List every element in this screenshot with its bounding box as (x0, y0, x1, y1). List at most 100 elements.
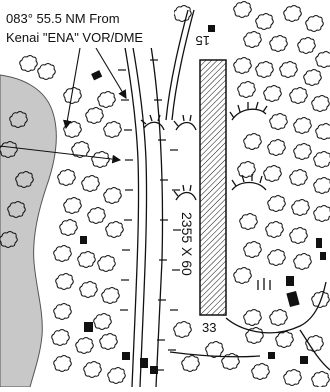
tree-symbol (293, 253, 312, 270)
tree-symbol (289, 169, 308, 186)
building-symbol (91, 70, 103, 81)
tree-symbol (87, 207, 106, 224)
building-symbol (300, 356, 308, 364)
tree-symbol (237, 161, 256, 178)
tree-symbol (173, 5, 192, 22)
tree-symbol (267, 139, 286, 156)
tree-symbol (311, 371, 330, 388)
tree-symbol (15, 171, 34, 188)
tree-symbol (103, 121, 122, 138)
building-symbol (80, 236, 87, 244)
tree-symbol (83, 361, 102, 378)
tree-symbol (313, 151, 330, 168)
callout-line-1: 083° 55.5 NM From (6, 11, 120, 26)
tree-symbol (291, 199, 310, 216)
tree-symbol (289, 227, 308, 244)
tree-symbol (305, 335, 324, 352)
tree-symbol (0, 231, 18, 248)
building-symbol (84, 322, 93, 332)
tree-symbol (51, 329, 70, 346)
tree-symbol (233, 1, 252, 18)
tree-symbol (239, 213, 258, 230)
tree-symbol (269, 35, 288, 52)
tree-symbol (71, 141, 90, 158)
tree-symbol (55, 273, 74, 290)
tree-symbol (233, 267, 252, 284)
building-symbol (286, 276, 294, 286)
tree-symbol (81, 175, 100, 192)
river (0, 74, 57, 388)
tree-symbol (275, 331, 294, 348)
tree-symbol (79, 281, 98, 298)
tree-symbol (255, 13, 274, 30)
tree-symbol (181, 355, 200, 372)
tree-symbol (63, 87, 82, 104)
tree-symbol (303, 69, 322, 86)
tree-symbol (269, 113, 288, 130)
road-track (149, 9, 195, 388)
tree-symbol (19, 55, 38, 72)
building-symbol (140, 358, 148, 368)
runway-end-33: 33 (202, 320, 216, 335)
tree-symbol (311, 95, 330, 112)
ditch-symbols (140, 101, 271, 290)
building-symbol (268, 352, 275, 359)
tree-symbol (9, 111, 28, 128)
tree-symbol (0, 141, 18, 158)
runway-end-15: 15 (196, 33, 210, 48)
tree-symbol (53, 245, 72, 262)
buildings (80, 25, 326, 374)
tree-symbol (293, 117, 312, 134)
tree-symbol (243, 309, 262, 326)
tree-symbol (293, 143, 312, 160)
tree-symbol (267, 195, 286, 212)
tree-symbol (101, 287, 120, 304)
tree-symbol (59, 219, 78, 236)
tree-symbol (283, 5, 302, 22)
tree-symbol (53, 355, 72, 372)
tree-symbol (53, 303, 72, 320)
tree-symbol (37, 63, 56, 80)
tree-symbol (7, 201, 26, 218)
tree-symbol (205, 341, 224, 358)
tree-symbol (243, 241, 262, 258)
tree-symbol (107, 367, 126, 384)
runway-dimensions: 2355 X 60 (179, 212, 195, 276)
tree-symbol (237, 81, 256, 98)
tree-symbol (255, 61, 274, 78)
tree-symbol (243, 31, 262, 48)
tree-symbol (243, 133, 262, 150)
tree-symbol (263, 85, 282, 102)
building-symbol (286, 290, 300, 308)
tree-symbol (57, 169, 76, 186)
tree-symbol (315, 51, 330, 68)
tree-symbol (99, 333, 118, 350)
tree-symbol (91, 151, 110, 168)
tree-symbol (63, 121, 82, 138)
tree-symbol (93, 313, 112, 330)
tree-symbol (97, 255, 116, 272)
tree-symbol (313, 205, 330, 222)
runway (199, 59, 227, 316)
boundary-ticks (118, 59, 181, 371)
building-symbol (150, 366, 158, 374)
tree-symbol (283, 369, 302, 386)
tree-symbol (265, 221, 284, 238)
tree-symbol (279, 61, 298, 78)
tree-symbol (103, 187, 122, 204)
tree-symbol (269, 309, 288, 326)
callout-text: 083° 55.5 NM From Kenai "ENA" VOR/DME (2, 6, 174, 48)
callout-line-2: Kenai "ENA" VOR/DME (6, 30, 143, 45)
tree-symbol (85, 107, 104, 124)
tree-symbol (233, 57, 252, 74)
tree-symbol (289, 87, 308, 104)
building-symbol (122, 352, 130, 360)
tree-symbol (75, 337, 94, 354)
tree-symbol (251, 363, 270, 380)
building-symbol (320, 252, 326, 260)
tree-symbol (63, 197, 82, 214)
tree-symbol (315, 123, 330, 140)
tree-symbol (305, 15, 324, 32)
